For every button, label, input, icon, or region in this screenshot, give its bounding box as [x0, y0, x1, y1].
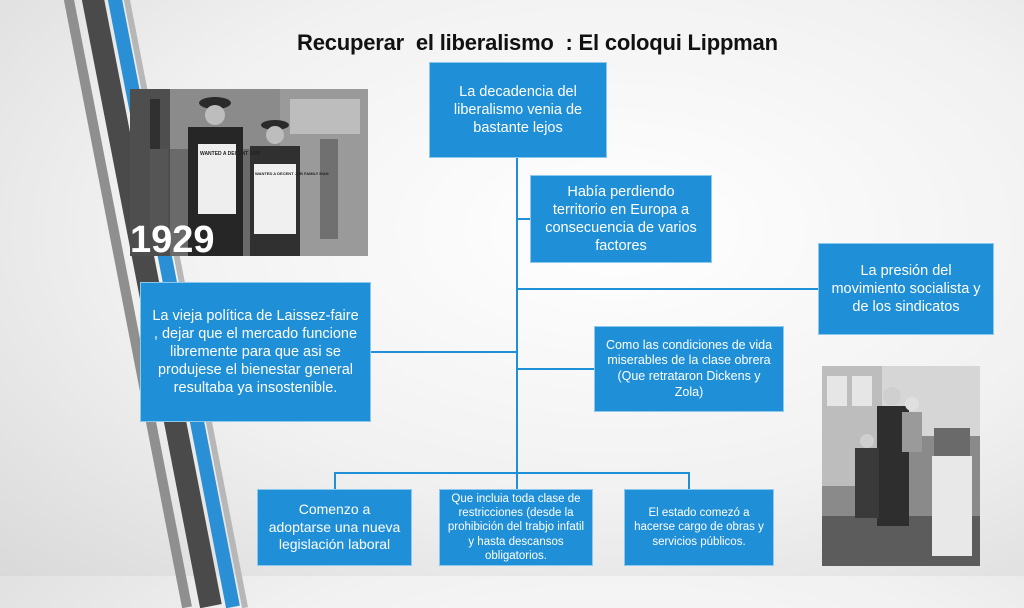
connector-estado [688, 472, 690, 489]
year-1929-label: 1929 [130, 219, 215, 256]
node-estado: El estado comezó a hacerse cargo de obra… [624, 489, 774, 566]
photo-1929-illustration: 1929 WANTED A DECENT JOB WANTED A DECENT… [130, 89, 368, 256]
node-restricciones: Que incluia toda clase de restricciones … [439, 489, 593, 566]
node-root: La decadencia del liberalismo venia de b… [429, 62, 607, 158]
connector-legislacion [334, 472, 336, 489]
node-legislacion: Comenzo a adoptarse una nueva legislació… [257, 489, 412, 566]
photo-1929-job-seekers: 1929 WANTED A DECENT JOB WANTED A DECENT… [130, 89, 368, 256]
photo-family-street [822, 366, 980, 566]
connector-trunk [516, 158, 518, 474]
photo-family-illustration [822, 366, 980, 566]
connector-laissez [371, 351, 516, 353]
node-territorio: Había perdiendo territorio en Europa a c… [530, 175, 712, 263]
slide-title: Recuperar el liberalismo : El coloqui Li… [297, 30, 778, 55]
connector-presion [518, 288, 818, 290]
sign-text-1: WANTED A DECENT JOB [200, 151, 260, 157]
connector-territorio [516, 218, 530, 220]
connector-restricciones [516, 472, 518, 489]
connector-bottom-bus [334, 472, 690, 474]
sign-text-2: WANTED A DECENT JOB FAMILY MAN [255, 171, 329, 176]
node-laissez: La vieja política de Laissez-faire , dej… [140, 282, 371, 422]
node-condiciones: Como las condiciones de vida miserables … [594, 326, 784, 412]
connector-condiciones [518, 368, 596, 370]
node-presion: La presión del movimiento socialista y d… [818, 243, 994, 335]
